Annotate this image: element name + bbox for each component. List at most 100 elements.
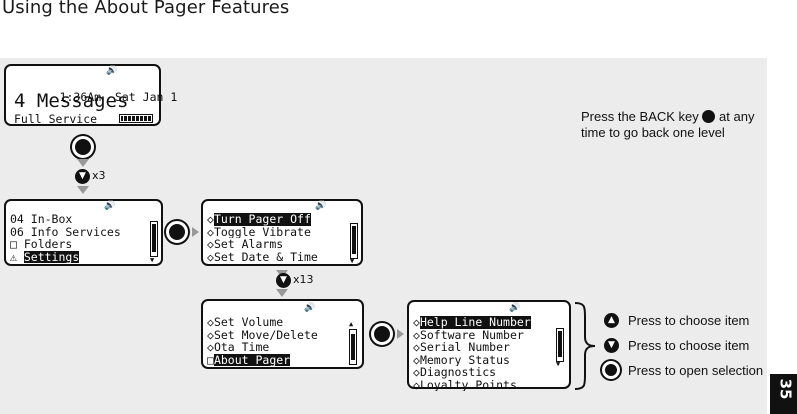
about-item-5: Loyalty Points — [419, 378, 517, 391]
scrollbar — [150, 221, 158, 257]
settings-screen-2: 🔊 ◇Set Volume ◇Set Move/Delete ◇Ota Time… — [201, 299, 364, 369]
idle-messages: 4 Messages — [14, 90, 129, 112]
diamond-icon: ◇ — [207, 341, 214, 354]
back-key-icon — [702, 110, 716, 123]
scroll-down-icon: ▼ — [150, 256, 155, 264]
down-key-icon: ▼ — [75, 169, 90, 184]
diamond-icon: ◇ — [207, 316, 214, 329]
select-key-icon — [72, 136, 94, 158]
settings-1-row: ◇Turn Pager Off — [207, 213, 318, 226]
up-key-icon: ▲ — [604, 313, 619, 328]
select-key-icon — [602, 361, 620, 379]
about-row: ◇Help Line Number — [413, 316, 531, 329]
folder-icon: □ — [10, 238, 24, 251]
diamond-icon: ◇ — [413, 378, 420, 391]
speaker-icon: 🔊 — [304, 303, 316, 313]
warning-icon: ⚠ — [10, 250, 24, 263]
idle-date: Sat Jan 1 — [114, 89, 178, 104]
back-note-line2: time to go back one level — [581, 125, 725, 140]
select-key-icon — [371, 323, 393, 345]
about-row: ◇Software Number — [413, 329, 531, 342]
repeat-count-1: x3 — [92, 169, 106, 182]
legend-select-text: Press to open selection — [628, 363, 764, 378]
down-key-icon: ▼ — [604, 338, 619, 353]
diamond-icon: ◇ — [413, 353, 420, 366]
menu-line-folders-row: □ Folders — [10, 238, 121, 251]
back-key-note: Press the BACK key at any time to go bac… — [581, 109, 754, 141]
select-key-icon — [166, 221, 188, 243]
main-menu-screen: 🔊 04 In-Box 06 Info Services □ Folders ⚠… — [4, 199, 163, 266]
settings-1-item-1: Toggle Vibrate — [213, 225, 311, 238]
settings-2-row: ◇Set Volume — [207, 316, 318, 329]
arrow-right-icon — [397, 329, 404, 339]
speaker-icon: 🔊 — [104, 201, 116, 211]
settings-2-item-2: Ota Time — [213, 341, 270, 354]
menu-line-folders: Folders — [23, 238, 73, 251]
arrow-down-icon — [276, 289, 288, 297]
diamond-icon: ◇ — [413, 328, 420, 341]
diamond-icon: ◇ — [207, 250, 214, 263]
diamond-icon: ◇ — [413, 341, 420, 354]
menu-line-info: 06 Info Services — [10, 225, 121, 238]
diamond-icon: ◇ — [207, 213, 214, 226]
scroll-down-icon: ▼ — [556, 360, 561, 368]
menu-line-settings-row: ⚠ Settings — [10, 250, 121, 263]
idle-time: 1:36Am — [59, 89, 102, 104]
settings-1-row: ◇Set Date & Time — [207, 251, 318, 264]
about-item-1: Software Number — [419, 328, 524, 341]
about-row: ◇Loyalty Points — [413, 379, 531, 392]
scrollbar — [350, 223, 358, 259]
settings-1-row: ◇Toggle Vibrate — [207, 226, 318, 239]
arrow-down-icon — [77, 186, 89, 194]
arrow-down-icon — [77, 159, 89, 167]
about-pager-screen: 🔊 ◇Help Line Number ◇Software Number ◇Se… — [407, 300, 571, 392]
speaker-icon: 🔊 — [315, 201, 327, 211]
idle-screen: 🔊 1:36Am Sat Jan 1 4 Messages Full Servi… — [4, 64, 177, 126]
settings-2-row: ◇Set Move/Delete — [207, 329, 318, 342]
arrow-right-icon — [192, 227, 199, 237]
settings-2-item-0: Set Volume — [213, 316, 284, 329]
page-title: Using the About Pager Features — [2, 0, 290, 18]
page-number-tab: 35 — [770, 374, 797, 414]
settings-1-item-3: Set Date & Time — [213, 250, 318, 263]
about-row: ◇Diagnostics — [413, 366, 531, 379]
settings-2-row: □About Pager — [207, 353, 318, 366]
menu-line-inbox: 04 In-Box — [10, 213, 73, 226]
folder-icon: □ — [207, 353, 214, 366]
diamond-icon: ◇ — [413, 316, 420, 329]
settings-2-row: ◇Ota Time — [207, 341, 318, 354]
about-row: ◇Serial Number — [413, 341, 531, 354]
battery-icon — [119, 114, 153, 123]
settings-1-item-2: Set Alarms — [213, 238, 284, 251]
legend-down-text: Press to choose item — [628, 338, 750, 353]
diagram-panel: 🔊 1:36Am Sat Jan 1 4 Messages Full Servi… — [0, 58, 767, 414]
scroll-down-icon: ▼ — [350, 257, 355, 265]
diamond-icon: ◇ — [207, 225, 214, 238]
about-item-4: Diagnostics — [419, 366, 497, 379]
settings-2-item-3: About Pager — [213, 353, 291, 366]
down-key-icon: ▼ — [276, 273, 291, 288]
scrollbar — [556, 328, 564, 362]
brace-icon — [574, 302, 596, 390]
about-item-0: Help Line Number — [419, 316, 531, 329]
diamond-icon: ◇ — [207, 328, 214, 341]
settings-1-item-0: Turn Pager Off — [213, 213, 311, 226]
diamond-icon: ◇ — [207, 238, 214, 251]
back-note-line1-after: at any — [719, 109, 755, 124]
legend-up-text: Press to choose item — [628, 313, 750, 328]
about-item-2: Serial Number — [419, 341, 510, 354]
diamond-icon: ◇ — [413, 366, 420, 379]
settings-screen-1: 🔊 ◇Turn Pager Off ◇Toggle Vibrate ◇Set A… — [201, 199, 363, 266]
repeat-count-2: x13 — [293, 273, 314, 286]
settings-2-item-1: Set Move/Delete — [213, 328, 318, 341]
back-note-line1-before: Press the BACK key — [581, 109, 699, 124]
idle-status: Full Service — [14, 112, 98, 126]
page-number: 35 — [776, 378, 795, 400]
about-row: ◇Memory Status — [413, 354, 531, 367]
about-item-3: Memory Status — [419, 353, 510, 366]
scroll-up-icon: ▲ — [349, 320, 354, 328]
speaker-icon: 🔊 — [509, 303, 521, 313]
menu-line-settings: Settings — [23, 250, 80, 263]
speaker-icon: 🔊 — [106, 66, 118, 76]
settings-1-row: ◇Set Alarms — [207, 238, 318, 251]
